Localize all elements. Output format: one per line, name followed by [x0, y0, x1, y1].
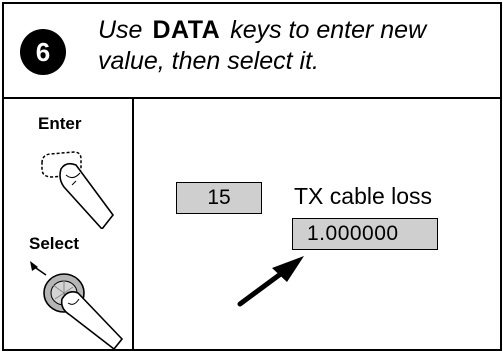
select-label: Select — [29, 234, 80, 253]
step-number-badge: 6 — [20, 29, 66, 75]
enter-label: Enter — [38, 114, 82, 133]
finger-pressing-key-icon — [41, 151, 115, 229]
controls-column: Enter Select — [4, 99, 134, 349]
finger-on-knob-icon — [30, 261, 124, 349]
instruction-text-after: keys to enter new value, then select it. — [98, 16, 427, 75]
parameter-label: TX cable loss — [294, 183, 433, 209]
channel-number-box: 15 — [176, 182, 262, 214]
instruction-keyword: DATA — [152, 16, 221, 44]
display-area: 15 TX cable loss 1.000000 — [134, 99, 500, 349]
instruction-text-before: Use — [98, 16, 143, 44]
pointer-arrow-icon — [237, 256, 304, 307]
value-field: 1.000000 — [292, 218, 438, 250]
